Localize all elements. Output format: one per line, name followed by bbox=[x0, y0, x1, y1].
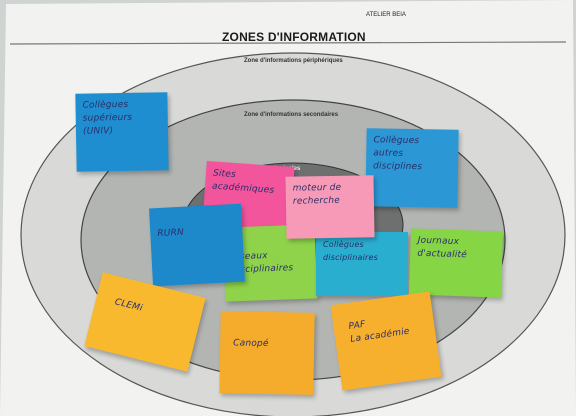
sticky-note-text: Sites académiques bbox=[211, 168, 275, 196]
title-rule bbox=[9, 41, 567, 45]
sticky-note-text: Collègues autres disciplines bbox=[372, 135, 423, 173]
sticky-note-text: Collègues disciplinaires bbox=[323, 240, 378, 262]
zone-middle-label: Zone d'informations secondaires bbox=[244, 112, 339, 118]
header-label: ATELIER BEIA bbox=[366, 12, 406, 18]
sticky-note-text: Journaux d'actualité bbox=[417, 235, 468, 261]
page-title: ZONES D'INFORMATION bbox=[222, 30, 366, 44]
sticky-note-text: Collègues supérieurs (UNIV) bbox=[82, 99, 133, 137]
sticky-note-moteur-de-recherche: moteur de recherche bbox=[285, 175, 375, 239]
sticky-note-text: RURN bbox=[157, 227, 185, 240]
sticky-note-text: CLEMi bbox=[113, 297, 144, 314]
sticky-note-collegues-autres-disciplines: Collègues autres disciplines bbox=[365, 128, 459, 208]
sticky-note-collegues-disciplinaires: Collègues disciplinaires bbox=[316, 232, 408, 296]
sticky-note-canope: Canopé bbox=[219, 311, 315, 395]
sticky-note-text: Canopé bbox=[233, 338, 269, 350]
sticky-note-paf: PAF La académie bbox=[330, 291, 442, 391]
sticky-note-text: moteur de recherche bbox=[292, 182, 342, 207]
sticky-note-collegues-superieurs: Collègues supérieurs (UNIV) bbox=[75, 92, 169, 172]
sticky-note-journaux-actualite: Journaux d'actualité bbox=[408, 228, 504, 298]
sticky-note-text: PAF La académie bbox=[348, 319, 411, 345]
sticky-note-rurn: RURN bbox=[149, 203, 245, 287]
zone-outer-label: Zone d'informations périphériques bbox=[244, 58, 343, 64]
